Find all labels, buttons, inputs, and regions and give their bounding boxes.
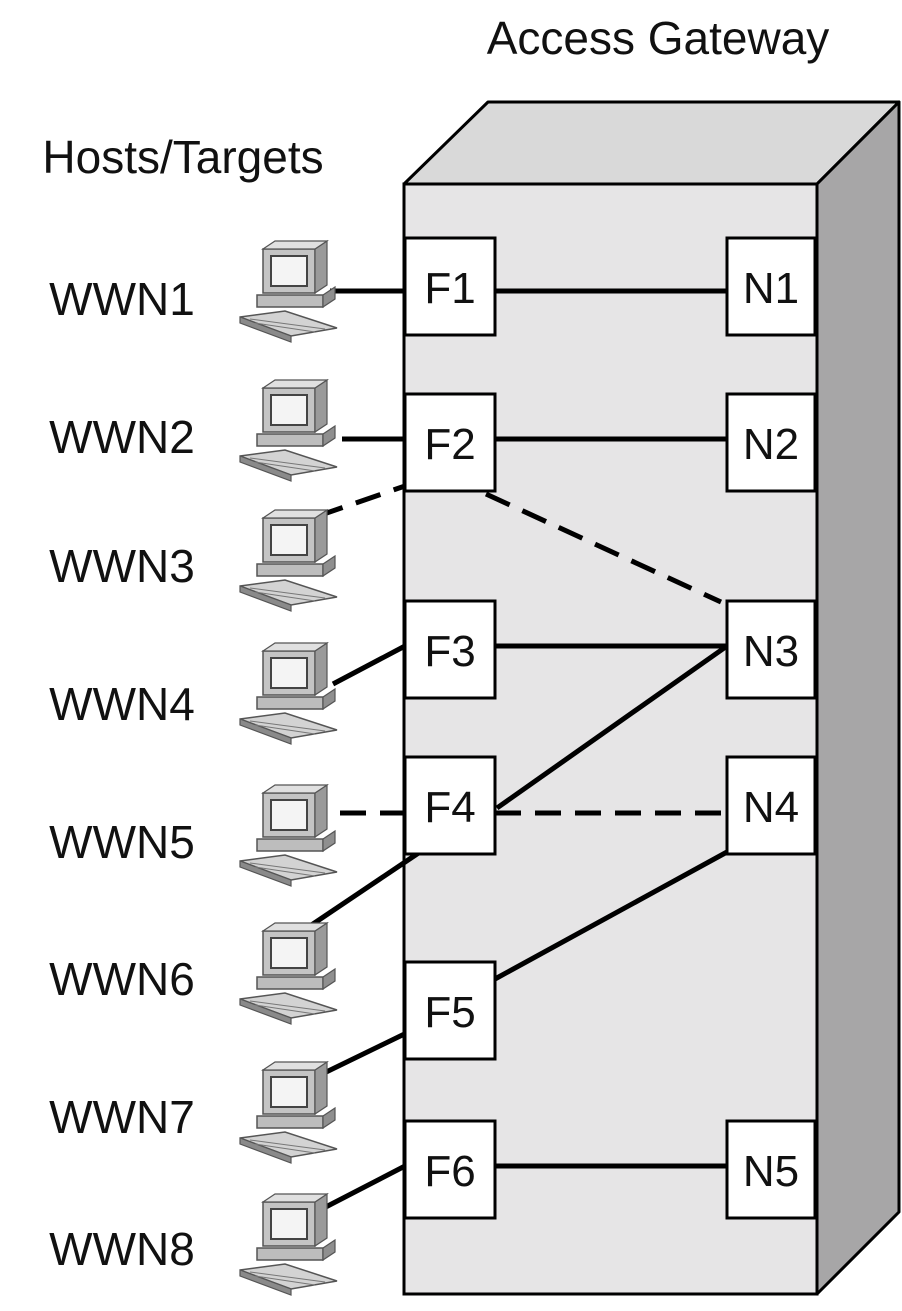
n-port-label: N4 — [743, 783, 799, 832]
port-link-f2-n3 — [484, 491, 723, 605]
host-wwn6: WWN6 — [49, 922, 338, 1025]
host-label: WWN6 — [49, 953, 195, 1005]
host-wwn7: WWN7 — [49, 1061, 338, 1164]
f-port-box — [403, 392, 497, 493]
host-link-wwn3-f2 — [317, 483, 406, 519]
host-wwn4: WWN4 — [49, 642, 338, 745]
f-port-box — [403, 960, 497, 1061]
f-port-label: F6 — [424, 1147, 475, 1196]
n-port-n1: N1 — [725, 236, 817, 337]
n-port-label: N5 — [743, 1147, 799, 1196]
f-port-label: F1 — [424, 264, 475, 313]
f-port-f1: F1 — [403, 236, 497, 337]
n-port-box — [725, 755, 817, 856]
host-label: WWN5 — [49, 816, 195, 868]
host-label: WWN7 — [49, 1091, 195, 1143]
f-port-box — [403, 1119, 497, 1220]
n-port-n3: N3 — [725, 599, 817, 700]
f-port-list: F1 F2 F3 F4 F5 F6 — [403, 236, 497, 1220]
host-link-wwn6-f4 — [308, 849, 422, 929]
gateway-title: Access Gateway — [487, 12, 830, 64]
host-wwn1: WWN1 — [49, 240, 338, 343]
f-port-f3: F3 — [403, 599, 497, 700]
hosts-heading: Hosts/Targets — [42, 131, 323, 183]
n-port-label: N1 — [743, 264, 799, 313]
computer-icon — [239, 1061, 338, 1164]
n-port-label: N3 — [743, 627, 799, 676]
n-port-label: N2 — [743, 420, 799, 469]
host-label: WWN1 — [49, 273, 195, 325]
n-port-box — [725, 236, 817, 337]
n-port-box — [725, 392, 817, 493]
host-link-wwn8-f6 — [316, 1163, 407, 1214]
gateway-side-face — [815, 100, 901, 1296]
f-port-f5: F5 — [403, 960, 497, 1061]
f-port-f4: F4 — [403, 755, 497, 856]
n-port-n4: N4 — [725, 755, 817, 856]
f-port-label: F4 — [424, 783, 475, 832]
f-port-box — [403, 755, 497, 856]
gateway-top-face — [402, 100, 901, 186]
n-port-box — [725, 599, 817, 700]
f-port-label: F3 — [424, 627, 475, 676]
f-port-box — [403, 236, 497, 337]
computer-icon — [239, 1193, 338, 1296]
f-port-f2: F2 — [403, 392, 497, 493]
computer-icon — [239, 509, 338, 612]
host-wwn2: WWN2 — [49, 379, 338, 482]
host-wwn5: WWN5 — [49, 784, 338, 887]
host-wwn3: WWN3 — [49, 509, 338, 612]
host-link-wwn4-f3 — [331, 643, 407, 687]
f-port-label: F5 — [424, 988, 475, 1037]
host-wwn8: WWN8 — [49, 1193, 338, 1296]
gateway-box — [402, 100, 901, 1296]
port-link-f4-n3 — [495, 643, 729, 811]
host-label: WWN4 — [49, 678, 195, 730]
host-list: WWN1 WWN2 WWN3 WWN4 WWN5 WWN6 WWN7 WWN8 — [49, 240, 338, 1296]
f-port-box — [403, 599, 497, 700]
n-port-list: N1 N2 N3 N4 N5 — [725, 236, 817, 1220]
host-label: WWN3 — [49, 540, 195, 592]
links-layer — [308, 288, 729, 1214]
n-port-n5: N5 — [725, 1119, 817, 1220]
computer-icon — [239, 379, 338, 482]
host-label: WWN2 — [49, 411, 195, 463]
computer-icon — [239, 642, 338, 745]
f-port-f6: F6 — [403, 1119, 497, 1220]
n-port-box — [725, 1119, 817, 1220]
host-label: WWN8 — [49, 1223, 195, 1275]
gateway-front-face — [402, 182, 819, 1296]
computer-icon — [239, 784, 338, 887]
f-port-label: F2 — [424, 420, 475, 469]
port-link-f5-n4 — [493, 849, 729, 982]
n-port-n2: N2 — [725, 392, 817, 493]
computer-icon — [239, 240, 338, 343]
computer-icon — [239, 922, 338, 1025]
